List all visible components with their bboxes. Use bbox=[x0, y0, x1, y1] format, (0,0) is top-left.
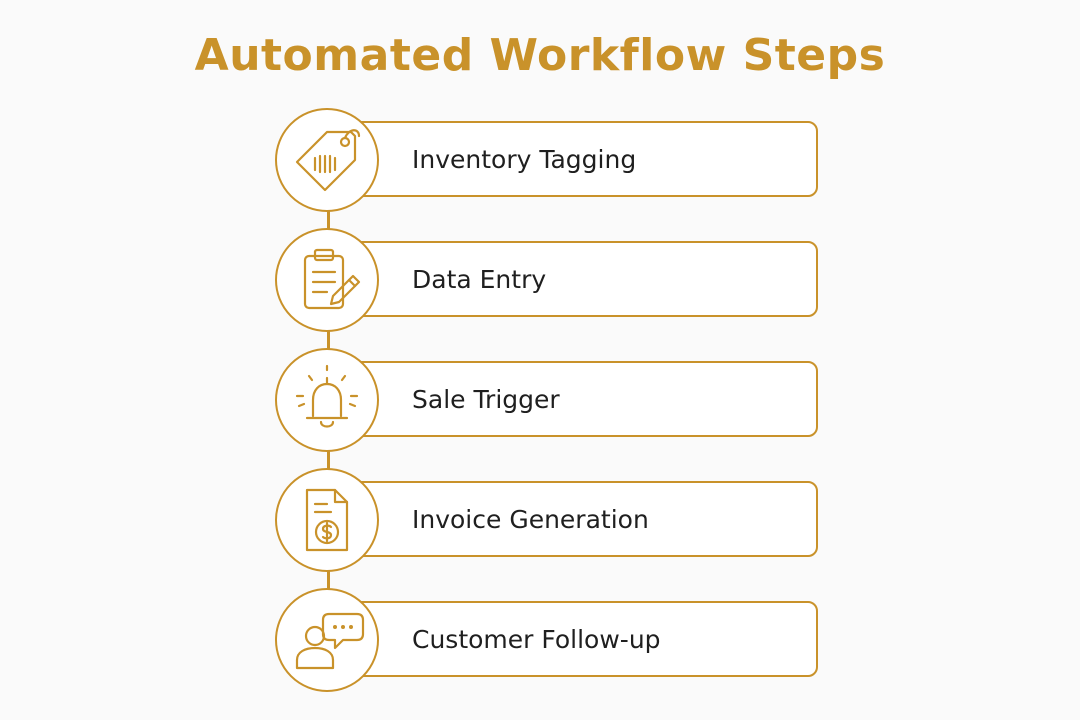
step-sale-trigger: Sale Trigger bbox=[275, 348, 820, 452]
step-icon-circle bbox=[275, 228, 379, 332]
step-card bbox=[330, 361, 818, 437]
step-icon-circle bbox=[275, 348, 379, 452]
step-label: Inventory Tagging bbox=[412, 145, 637, 174]
step-customer-follow-up: Customer Follow-up bbox=[275, 588, 820, 692]
step-inventory-tagging: Inventory Tagging bbox=[275, 108, 820, 212]
step-invoice-generation: Invoice Generation bbox=[275, 468, 820, 572]
step-icon-circle bbox=[275, 108, 379, 212]
page-title: Automated Workflow Steps bbox=[194, 30, 886, 81]
step-label: Sale Trigger bbox=[412, 385, 560, 414]
step-label: Data Entry bbox=[412, 265, 547, 294]
step-label: Customer Follow-up bbox=[412, 625, 661, 654]
step-card bbox=[330, 241, 818, 317]
step-card bbox=[330, 601, 818, 677]
step-label: Invoice Generation bbox=[412, 505, 649, 534]
price-tag-barcode-icon bbox=[295, 129, 361, 192]
bell-alert-icon bbox=[295, 364, 359, 428]
step-card bbox=[330, 121, 818, 197]
customer-chat-icon bbox=[295, 612, 365, 670]
step-icon-circle bbox=[275, 468, 379, 572]
step-icon-circle bbox=[275, 588, 379, 692]
clipboard-pencil-icon bbox=[303, 248, 361, 310]
invoice-dollar-icon bbox=[305, 488, 349, 552]
step-data-entry: Data Entry bbox=[275, 228, 820, 332]
